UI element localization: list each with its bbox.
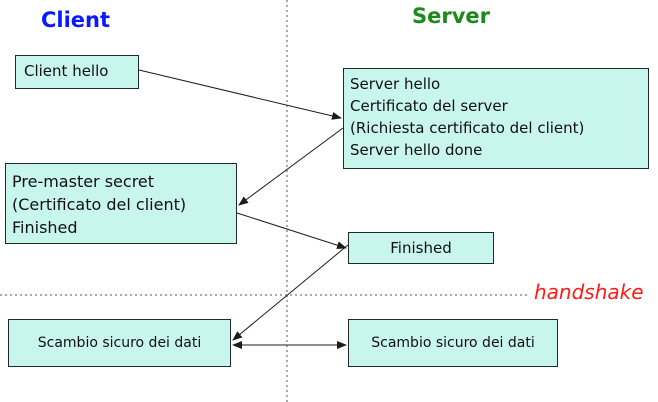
premaster-secret-line: Pre-master secret [12,172,155,191]
server-finished-box: Finished [348,232,494,264]
client-hello-line: Client hello [24,62,109,80]
server-hello-box: Server hello Certificato del server (Ric… [343,68,649,169]
server-finished-line: Finished [390,239,452,257]
arrow-finished-to-scambio-client [232,244,349,341]
client-heading: Client [41,8,111,32]
server-certificate-line: Certificato del server [350,97,508,115]
client-certificate-line: (Certificato del client) [12,195,187,214]
server-secure-exchange-box: Scambio sicuro dei dati [348,319,558,367]
client-secure-exchange-box: Scambio sicuro dei dati [8,319,231,367]
client-secure-exchange-line: Scambio sicuro dei dati [37,335,202,351]
server-hello-line: Server hello [350,75,441,93]
arrow-client-hello-to-server-hello [138,69,342,120]
arrow-server-hello-to-premaster [238,127,344,206]
client-hello-box: Client hello [15,55,139,89]
server-hello-done-line: Server hello done [350,141,483,159]
handshake-phase-label: handshake [534,280,644,304]
client-certificate-request-line: (Richiesta certificato del client) [350,119,585,137]
premaster-secret-box: Pre-master secret (Certificato del clien… [5,163,237,244]
client-finished-line: Finished [12,218,78,237]
server-secure-exchange-line: Scambio sicuro dei dati [371,335,535,351]
arrow-premaster-to-finished [236,212,347,250]
server-heading: Server [412,4,491,28]
